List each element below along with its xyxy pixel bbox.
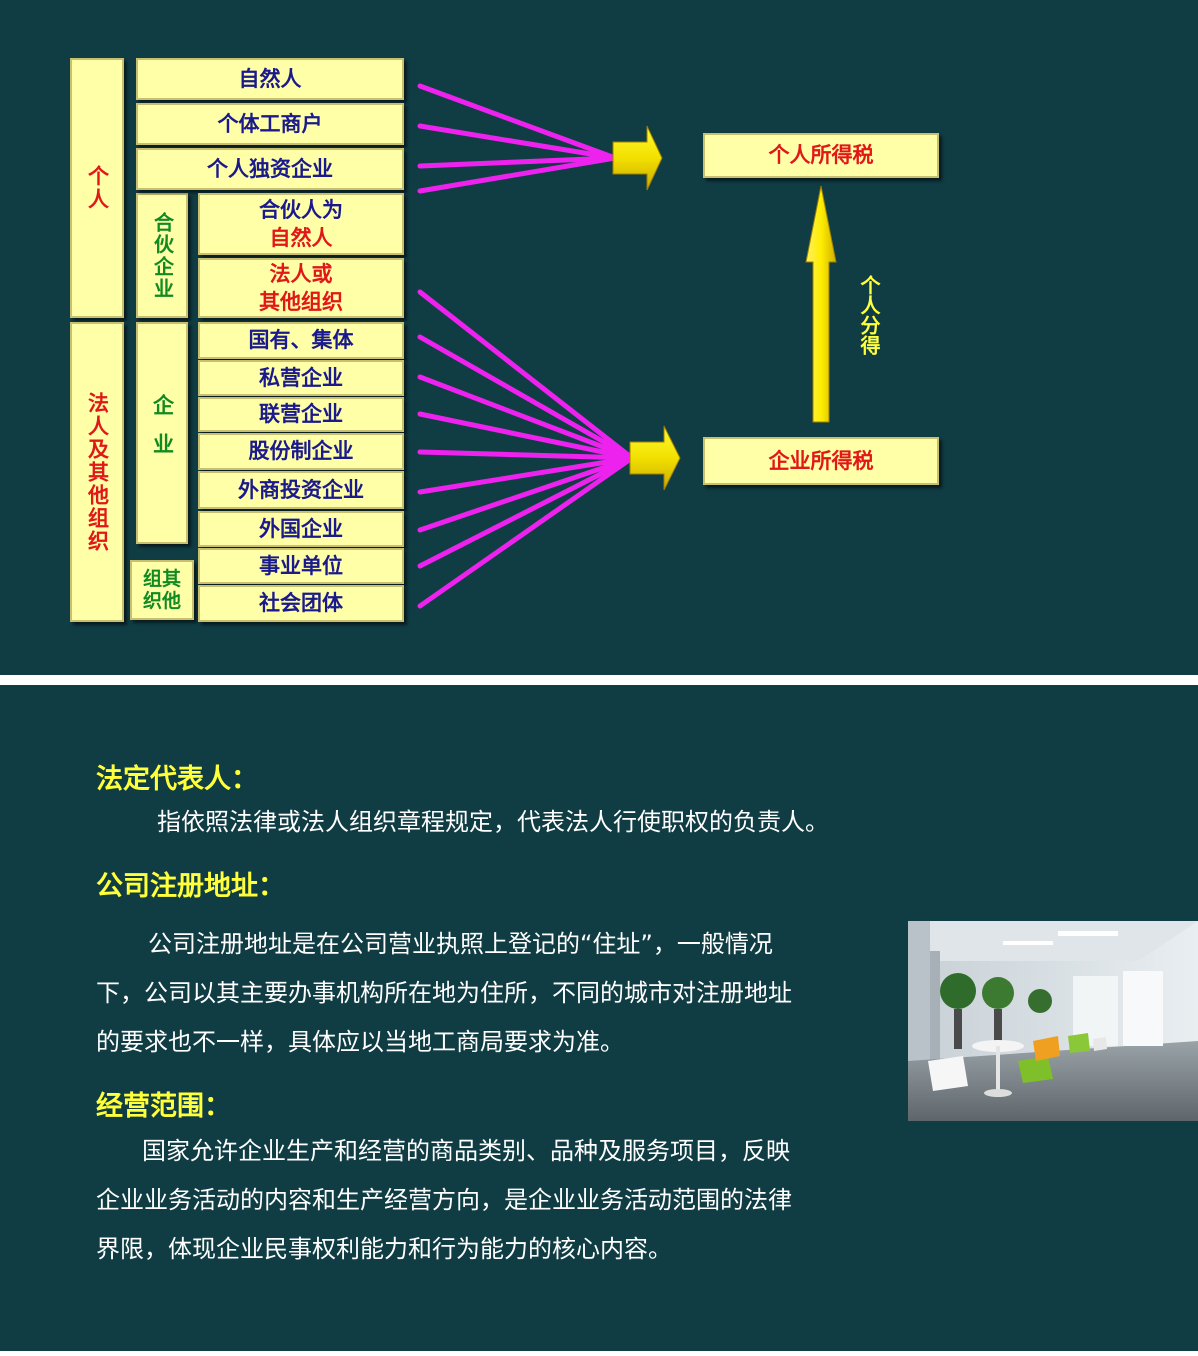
box-partner-natural: 合伙人为 自然人 (198, 193, 404, 255)
fan-line (417, 334, 635, 461)
paragraph-line: 下，公司以其主要办事机构所在地为住所，不同的城市对注册地址 (96, 979, 792, 1007)
box-label: 个人所得税 (768, 143, 874, 167)
fan-line (417, 83, 618, 161)
box-label: 个人独资企业 (207, 156, 333, 181)
fan-line (417, 455, 635, 495)
box-label: 社会团体 (259, 591, 343, 615)
box-label: 联营企业 (259, 402, 343, 426)
heading-business-scope: 经营范围： (96, 1091, 231, 1122)
box-foreign: 外国企业 (198, 511, 404, 547)
box-label-line: 其他组织 (259, 290, 343, 314)
box-label: 个体工商户 (217, 111, 323, 136)
box-partner-legal: 法人或 其他组织 (198, 258, 404, 318)
box-individual-business: 个体工商户 (136, 103, 404, 145)
box-label: 股份制企业 (248, 439, 354, 463)
box-joint: 联营企业 (198, 397, 404, 432)
group-partnership-label: 合伙企业 (150, 211, 175, 300)
box-label-line: 法人或 (269, 262, 333, 286)
right-arrow-icon (612, 125, 663, 191)
fan-line (417, 289, 635, 461)
fan-line (417, 123, 618, 161)
heading-legal-representative: 法定代表人： (96, 764, 258, 795)
box-label: 国有、集体 (248, 328, 354, 352)
paragraph-line: 国家允许企业生产和经营的商品类别、品种及服务项目，反映 (142, 1137, 790, 1165)
up-arrow-icon (805, 185, 837, 423)
group-other-org: 组其织他 (130, 560, 194, 620)
diagram-connectors (417, 83, 837, 609)
box-state-collective: 国有、集体 (198, 322, 404, 359)
group-personal: 个人 (70, 58, 124, 318)
fan-line (417, 455, 635, 533)
box-foreign-invested: 外商投资企业 (198, 471, 404, 509)
fan-line (417, 455, 635, 569)
paragraph-line: 企业业务活动的内容和生产经营方向，是企业业务活动范围的法律 (96, 1186, 792, 1214)
paragraph-line: 指依照法律或法人组织章程规定，代表法人行使职权的负责人。 (157, 808, 829, 836)
group-personal-label: 个人 (85, 165, 110, 211)
box-private: 私营企业 (198, 360, 404, 396)
office-photo (908, 921, 1198, 1121)
box-label-line: 自然人 (269, 226, 333, 250)
right-arrow-icon (629, 425, 681, 491)
box-label: 企业所得税 (768, 448, 874, 473)
box-label: 私营企业 (259, 365, 343, 390)
fan-line (417, 155, 618, 169)
fan-line (417, 155, 618, 194)
box-joint-stock: 股份制企业 (198, 433, 404, 470)
fan-line (417, 449, 635, 461)
box-label: 事业单位 (259, 553, 343, 578)
upper-fan-lines (417, 83, 618, 194)
group-legal-label: 法人及其他组织 (85, 391, 110, 553)
box-social-group: 社会团体 (198, 585, 404, 622)
box-label: 外商投资企业 (238, 477, 364, 502)
box-public-institution: 事业单位 (198, 548, 404, 584)
group-partnership: 合伙企业 (136, 193, 188, 318)
paragraph-line: 的要求也不一样，具体应以当地工商局要求为准。 (96, 1028, 624, 1056)
group-enterprise: 企业 (136, 322, 188, 544)
group-other-org-label: 组其织他 (142, 568, 181, 612)
box-sole-proprietorship: 个人独资企业 (136, 148, 404, 190)
box-personal-income-tax: 个人所得税 (703, 133, 939, 178)
box-label: 自然人 (238, 66, 302, 91)
box-natural-person: 自然人 (136, 58, 404, 100)
box-label: 外国企业 (259, 516, 343, 541)
box-label-line: 合伙人为 (259, 198, 343, 222)
paragraph-line: 公司注册地址是在公司营业执照上登记的“住址”，一般情况 (148, 930, 773, 958)
arrow-label-personal-share: 个人分得 (857, 275, 881, 355)
fan-line (417, 374, 635, 461)
fan-line (417, 455, 635, 609)
box-corporate-income-tax: 企业所得税 (703, 437, 939, 485)
lower-fan-lines (417, 289, 635, 609)
fan-line (417, 411, 635, 461)
paragraph-line: 界限，体现企业民事权利能力和行为能力的核心内容。 (96, 1235, 672, 1263)
group-legal-entity: 法人及其他组织 (70, 322, 124, 622)
heading-registered-address: 公司注册地址： (96, 871, 285, 902)
group-enterprise-label: 企业 (150, 394, 175, 472)
